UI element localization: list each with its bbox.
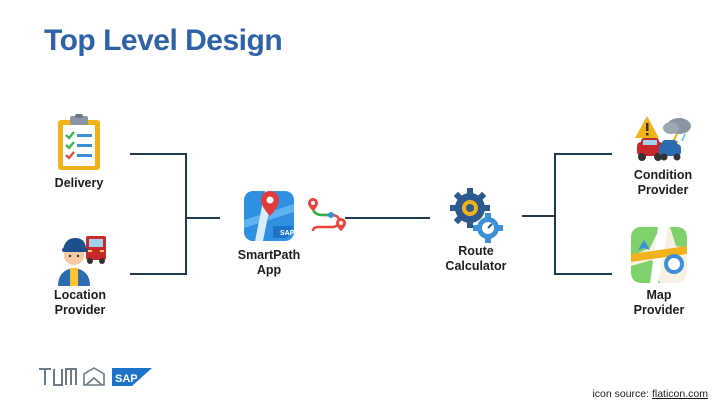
map-provider-label-line1: Map <box>646 288 672 302</box>
sap-logo: SAP <box>112 368 152 386</box>
map-app-icon: SAP <box>244 191 295 241</box>
sap-badge-text: SAP <box>280 230 295 237</box>
car-accident-storm-icon <box>635 116 691 161</box>
node-delivery: Delivery <box>44 114 114 191</box>
clipboard-checklist-icon <box>58 114 100 170</box>
sap-logo-text: SAP <box>115 373 138 385</box>
route-calculator-label-line2: Calculator <box>445 259 507 273</box>
map-provider-label-line2: Provider <box>633 303 685 317</box>
node-map-provider: Map Provider <box>618 226 700 318</box>
node-route-calculator: Route Calculator <box>430 186 522 274</box>
node-smartpath-app: SAP SmartPath App <box>224 190 314 278</box>
footer-logos: SAP <box>39 367 152 386</box>
flaticon-link[interactable]: flaticon.com <box>651 388 708 400</box>
page-title: Top Level Design <box>44 24 283 57</box>
smartpath-label-line2: App <box>256 263 282 277</box>
maps-app-icon <box>631 227 687 283</box>
condition-provider-label-line2: Provider <box>637 183 689 197</box>
icon-source-credit: icon source: flaticon.com <box>592 388 708 400</box>
gears-icon <box>450 188 503 243</box>
node-location-provider: Location Provider <box>40 228 120 318</box>
building-logo <box>83 367 105 386</box>
tum-logo <box>39 368 77 386</box>
route-path-icon <box>308 198 346 232</box>
delivery-label: Delivery <box>54 176 104 190</box>
location-provider-label-line1: Location <box>53 288 107 302</box>
condition-provider-label-line1: Condition <box>633 168 693 182</box>
smartpath-label-line1: SmartPath <box>237 248 301 262</box>
credit-prefix: icon source: <box>592 388 652 400</box>
delivery-driver-icon <box>58 236 106 286</box>
location-provider-label-line2: Provider <box>54 303 106 317</box>
route-calculator-label-line1: Route <box>458 244 494 258</box>
node-condition-provider: Condition Provider <box>618 112 708 198</box>
